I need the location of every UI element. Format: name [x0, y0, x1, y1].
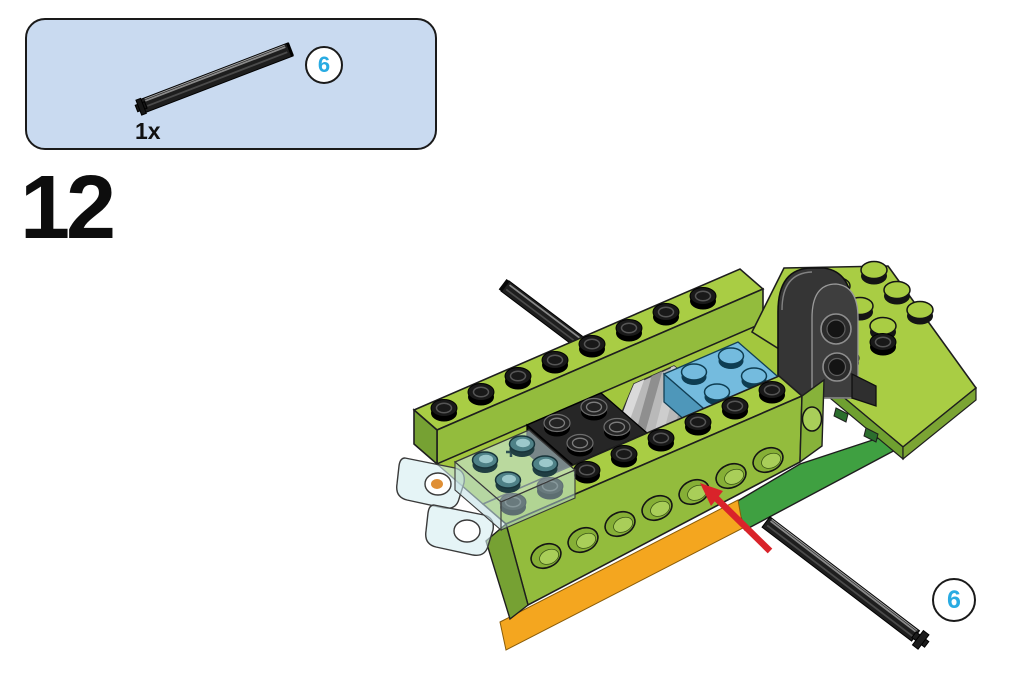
curved-connector — [777, 267, 877, 407]
transparent-clip-plate — [396, 429, 577, 557]
part-quantity: 1x — [135, 118, 161, 144]
axle-part-icon — [134, 42, 294, 116]
assembly-part-id-badge-label: 6 — [947, 585, 961, 614]
insertion-arrow — [700, 483, 773, 554]
axle-to-insert — [761, 516, 930, 650]
parts-callout-box: 1x 6 — [25, 18, 437, 150]
assembly-part-id-badge: 6 — [932, 578, 976, 622]
step-number: 12 — [20, 158, 116, 258]
part-id-badge: 6 — [305, 46, 343, 84]
part-id-badge-label: 6 — [317, 52, 331, 77]
